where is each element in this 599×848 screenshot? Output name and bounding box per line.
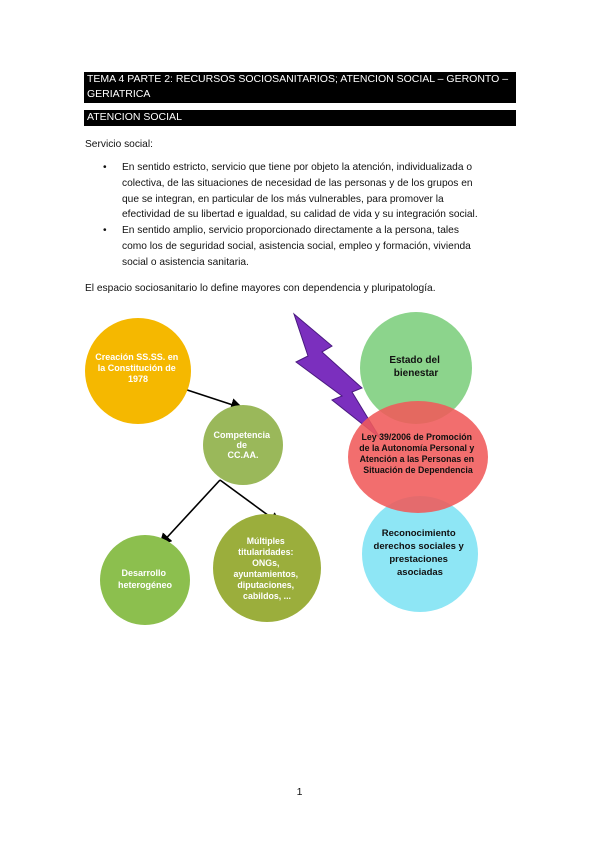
- circle-multiples: Múltiples titularidades: ONGs, ayuntamie…: [213, 514, 321, 622]
- circle-competencia: Competencia de CC.AA.: [203, 405, 283, 485]
- circle-label-line: de: [236, 440, 247, 450]
- svg-text:Ley 39/2006 de Promoción: Ley 39/2006 de Promoción de la Autonomía…: [359, 432, 477, 475]
- intro-text: Servicio social:: [85, 139, 153, 150]
- circle-label-line: heterogéneo: [118, 580, 173, 590]
- svg-text:Creación SS.SS. en la Co: Creación SS.SS. en la Constitución de 19…: [95, 352, 181, 384]
- sociosanitary-diagram: Creación SS.SS. en la Constitución de 19…: [85, 312, 488, 625]
- bullet-line: colectiva, de las situaciones de necesid…: [122, 177, 473, 189]
- bullet-line: social o asistencia sanitaria.: [122, 256, 249, 268]
- document-title-bar: TEMA 4 PARTE 2: RECURSOS SOCIOSANITARIOS…: [84, 72, 516, 103]
- circle-label-line: prestaciones: [389, 554, 448, 565]
- bullet-line: En sentido estricto, servicio que tiene …: [122, 162, 472, 173]
- bullet-marker: •: [103, 225, 107, 237]
- circle-label-line: Atención a las Personas en: [360, 454, 474, 464]
- closing-text: El espacio sociosanitario lo define mayo…: [85, 283, 436, 294]
- svg-text:Desarrollo heterogéneo: Desarrollo heterogéneo: [118, 568, 173, 590]
- page-number: 1: [296, 786, 303, 798]
- circle-label-line: de la Autonomía Personal y: [359, 443, 474, 453]
- circle-creacion: Creación SS.SS. en la Constitución de 19…: [85, 318, 191, 424]
- circle-label-line: 1978: [128, 374, 148, 384]
- circle-label-line: derechos sociales y: [374, 541, 465, 552]
- circle-label-line: Competencia: [213, 430, 271, 440]
- circle-label-line: asociadas: [397, 567, 443, 578]
- circle-label-line: cabildos, ...: [243, 591, 291, 601]
- circle-label-line: Creación SS.SS. en: [95, 352, 178, 362]
- circle-label-line: Reconocimiento: [382, 528, 456, 539]
- circle-label-line: titularidades:: [238, 547, 293, 557]
- svg-text:Competencia de CC.: Competencia de CC.AA.: [213, 430, 272, 460]
- svg-text:Estado del bienestar: Estado del bienestar: [389, 355, 442, 379]
- section-heading: ATENCION SOCIAL: [87, 111, 182, 123]
- bullet-line: efectividad de su libertad e igualdad, s…: [122, 209, 478, 221]
- circle-label-line: bienestar: [394, 368, 439, 379]
- bullet-item-broad: • En sentido amplio, servicio proporcion…: [103, 223, 515, 270]
- circle-label-line: ayuntamientos,: [234, 569, 299, 579]
- circle-label-line: Múltiples: [247, 536, 285, 546]
- bullet-line: que se integran, en particular de los má…: [122, 193, 444, 205]
- circle-label-line: Estado del: [389, 355, 440, 366]
- bullet-item-strict: • En sentido estricto, servicio que tien…: [103, 160, 515, 223]
- svg-text:Múltiples titularidades:: Múltiples titularidades: ONGs, ayuntamie…: [234, 536, 301, 601]
- circle-label-line: Situación de Dependencia: [363, 465, 473, 475]
- arrow-competencia-to-desarrollo: [158, 479, 221, 547]
- circle-label-line: la Constitución de: [98, 363, 176, 373]
- circle-label-line: diputaciones,: [237, 580, 294, 590]
- svg-text:Reconocimiento derechos: Reconocimiento derechos sociales y prest…: [374, 528, 467, 578]
- bullet-line: En sentido amplio, servicio proporcionad…: [122, 225, 459, 237]
- circle-ley-39-2006: Ley 39/2006 de Promoción de la Autonomía…: [348, 401, 488, 513]
- circle-desarrollo: Desarrollo heterogéneo: [100, 535, 190, 625]
- document-title: TEMA 4 PARTE 2: RECURSOS SOCIOSANITARIOS…: [87, 73, 509, 100]
- section-heading-bar: ATENCION SOCIAL: [84, 110, 516, 126]
- bullet-list: • En sentido estricto, servicio que tien…: [103, 160, 515, 271]
- bullet-line: como los de seguridad social, asistencia…: [122, 240, 471, 252]
- circle-label-line: ONGs,: [252, 558, 279, 568]
- circle-label-line: CC.AA.: [228, 450, 259, 460]
- circle-reconocimiento: Reconocimiento derechos sociales y prest…: [362, 496, 478, 612]
- circle-estado-bienestar: Estado del bienestar: [360, 312, 472, 424]
- circle-label-line: Ley 39/2006 de Promoción: [362, 432, 473, 442]
- circle-label-line: Desarrollo: [121, 568, 166, 578]
- bullet-marker: •: [103, 162, 107, 173]
